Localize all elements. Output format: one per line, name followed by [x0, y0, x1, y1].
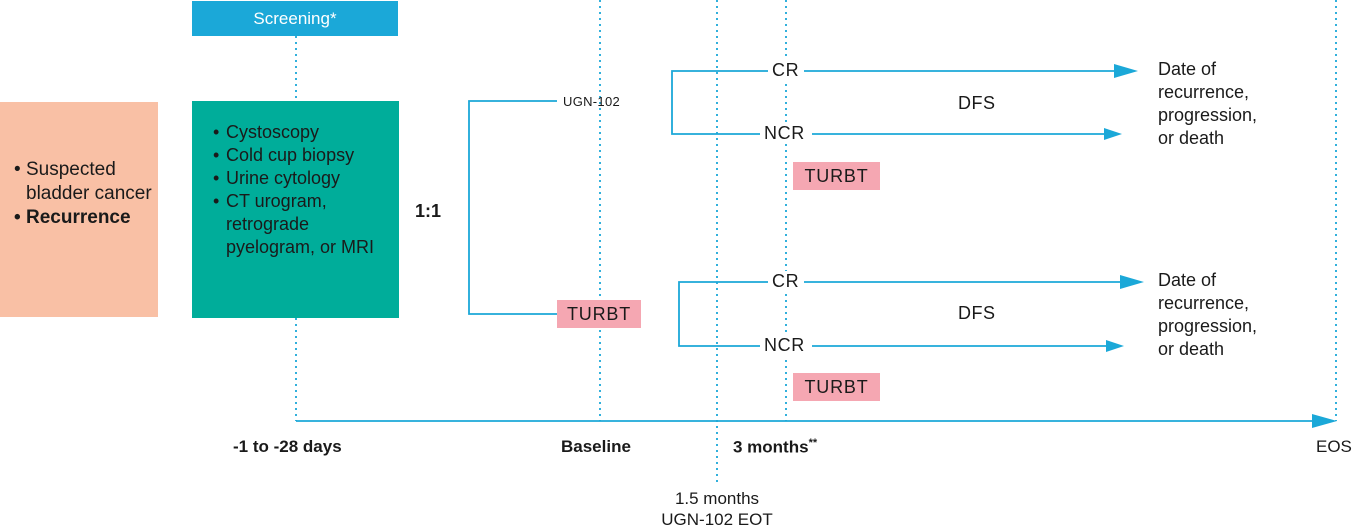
patient-population-box: [0, 102, 158, 317]
screening-item: • Cystoscopy: [213, 122, 320, 142]
upper-arm-treatment-label: UGN-102: [563, 94, 621, 109]
timeline-arrowhead: [1312, 414, 1337, 428]
screening-item: • Cold cup biopsy: [213, 145, 355, 165]
eot-label: 1.5 months UGN-102 EOT: [661, 489, 773, 529]
upper-cr-arrowhead: [1114, 64, 1138, 78]
lower-dfs-label: DFS: [958, 303, 996, 323]
patient-item-suspected: • Suspected bladder cancer: [14, 158, 154, 206]
upper-arm-bracket: [671, 70, 768, 135]
lower-cr-label: CR: [770, 271, 802, 292]
screening-list: • Cystoscopy • Cold cup biopsy • Urine c…: [213, 121, 393, 259]
upper-salvage-turbt-box: TURBT: [793, 162, 880, 190]
eos-label: EOS: [1316, 437, 1352, 456]
baseline-label: Baseline: [561, 437, 631, 456]
three-month-label: 3 months**: [733, 437, 818, 457]
screening-item: • Urine cytology: [213, 168, 341, 188]
patient-population-list: • Suspected bladder cancer • Recurrence: [14, 158, 154, 230]
upper-ncr-label: NCR: [762, 123, 807, 144]
patient-item-label: Suspected bladder cancer: [26, 159, 152, 204]
lower-arm-bracket: [678, 281, 768, 347]
lower-ncr-label: NCR: [762, 335, 807, 356]
randomization-bracket: [468, 100, 557, 315]
patient-item-label: Recurrence: [26, 207, 131, 228]
randomization-ratio: 1:1: [415, 201, 442, 221]
upper-cr-label: CR: [770, 60, 802, 81]
lower-cr-arrowhead: [1120, 275, 1144, 289]
upper-dfs-label: DFS: [958, 93, 996, 113]
upper-outcome-text: Date of recurrence, progression, or deat…: [1158, 59, 1258, 148]
lower-ncr-arrowhead: [1106, 340, 1124, 352]
patient-item-recurrence: • Recurrence: [14, 207, 131, 228]
screening-header: Screening*: [192, 1, 398, 36]
lower-salvage-turbt-box: TURBT: [793, 373, 880, 401]
screening-box: [192, 101, 399, 318]
upper-ncr-arrowhead: [1104, 128, 1122, 140]
lower-outcome-text: Date of recurrence, progression, or deat…: [1158, 270, 1258, 359]
screening-item: • CT urogram, retrograde pyelogram, or M…: [213, 191, 375, 257]
screening-window-label: -1 to -28 days: [233, 437, 342, 456]
lower-arm-treatment-box: TURBT: [557, 300, 641, 328]
